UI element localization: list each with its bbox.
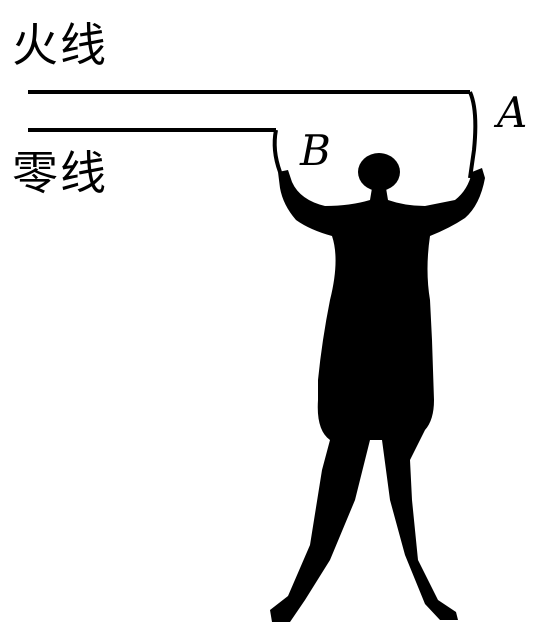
neutral-wire-label: 零线 (12, 146, 108, 200)
live-wire-label: 火线 (12, 18, 108, 72)
person-silhouette (270, 153, 485, 622)
live-wire-drop (468, 91, 478, 179)
point-a-label: A (497, 88, 528, 137)
neutral-wire-drop (272, 129, 282, 173)
point-b-label: B (300, 126, 331, 175)
